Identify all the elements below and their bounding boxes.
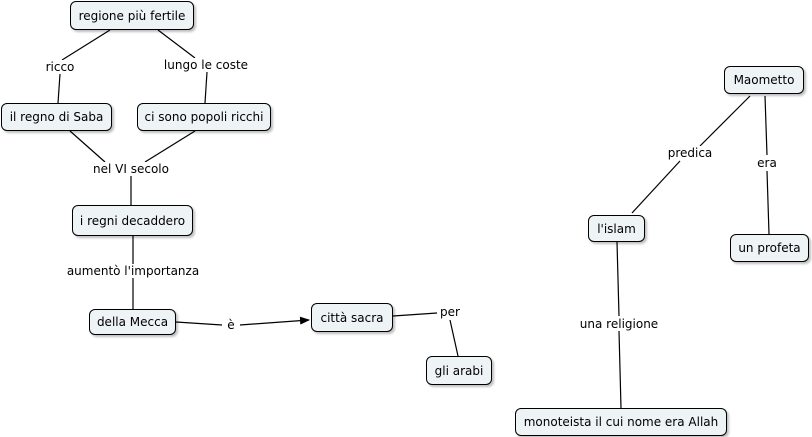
concept-regione-piu-fertile[interactable]: regione più fertile [70,1,194,30]
link-popoli-secolo [144,130,196,163]
link-e-citta [239,316,310,326]
concept-i-regni-decaddero[interactable]: i regni decaddero [72,205,193,236]
concept-ci-sono-popoli-ricchi[interactable]: ci sono popoli ricchi [137,103,271,131]
link-era-profeta [766,170,770,235]
linking-phrase-lungo-le-coste[interactable]: lungo le coste [162,58,250,72]
concept-il-regno-di-saba[interactable]: il regno di Saba [1,103,112,131]
concept-l-islam[interactable]: l'islam [588,215,645,242]
linking-phrase-predica[interactable]: predica [666,146,714,160]
link-maometto-era [764,95,768,156]
link-coste-popoli [204,71,208,104]
link-per-arabi [449,319,459,357]
concept-della-mecca[interactable]: della Mecca [89,309,176,335]
linking-phrase-e[interactable]: è [226,318,236,332]
linking-phrase-aumento-l-importanza[interactable]: aumentò l'importanza [65,264,201,278]
concept-monoteista[interactable]: monoteista il cui nome era Allah [515,408,727,436]
concept-un-profeta[interactable]: un profeta [730,234,809,262]
linking-phrase-per[interactable]: per [439,305,461,319]
concept-maometto[interactable]: Maometto [724,66,804,94]
link-mecca-e [175,321,223,326]
link-islam-religione [616,241,620,317]
link-maometto-predica [699,95,751,147]
link-ricco-saba [57,73,61,104]
link-regione-coste [157,29,196,59]
link-saba-secolo [69,130,106,163]
linking-phrase-era[interactable]: era [756,156,778,170]
linking-phrase-nel-vi-secolo[interactable]: nel VI secolo [92,162,170,176]
link-citta-per [392,312,438,317]
link-regione-ricco [61,29,111,61]
concept-citta-sacra[interactable]: città sacra [311,303,393,332]
linking-phrase-una-religione[interactable]: una religione [578,317,660,331]
link-predica-islam [631,160,681,214]
concept-gli-arabi[interactable]: gli arabi [426,356,492,385]
linking-phrase-ricco[interactable]: ricco [44,60,76,74]
link-religione-monoteista [618,330,622,409]
